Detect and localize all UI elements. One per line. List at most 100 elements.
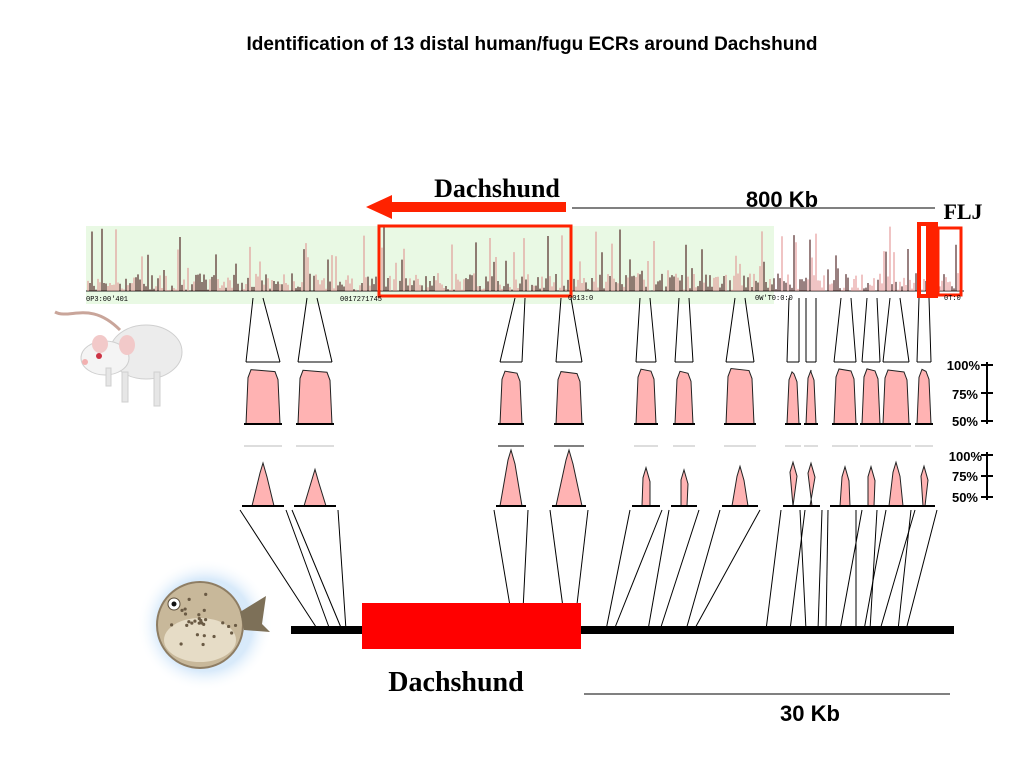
track-coord-label: 0T:0 — [944, 295, 961, 303]
fugu-spot — [197, 613, 201, 617]
left-arrow-icon — [366, 195, 566, 219]
fugu-spot — [187, 597, 191, 601]
fugu-connector — [825, 509, 829, 631]
zoom-line — [316, 297, 333, 363]
scale-tick-100: 100% — [947, 358, 981, 373]
fugu-spot — [190, 621, 194, 625]
zoom-line — [876, 297, 881, 363]
fugu-ecr-peak — [731, 464, 749, 507]
fugu-spot — [202, 634, 206, 638]
fugu-spot — [197, 617, 201, 621]
fugu-connector — [863, 509, 887, 631]
fugu-ecr-peak — [867, 464, 876, 507]
fugu-spot — [221, 621, 225, 625]
zoom-line — [635, 297, 641, 363]
fugu-spot — [195, 633, 200, 637]
fugu-spot — [179, 642, 183, 646]
dachshund-region-box — [377, 224, 573, 298]
zoom-line — [833, 297, 842, 363]
scale-tick-100: 100% — [949, 449, 983, 464]
bottom-scale-label: 30 Kb — [780, 701, 840, 726]
mouse-panels — [244, 367, 933, 425]
fugu-spot — [227, 624, 231, 629]
fugu-connector-lines — [239, 509, 938, 631]
fugu-ecr-peak — [555, 448, 583, 507]
zoom-line — [850, 297, 857, 363]
fugu-connector — [897, 509, 912, 631]
zoom-line — [262, 297, 281, 363]
fugu-ecr-peak — [839, 465, 851, 507]
fugu-spot — [233, 623, 238, 628]
slide-title: Identification of 13 distal human/fugu E… — [246, 34, 818, 55]
fugu-connector — [765, 509, 782, 631]
mouse-ecr-peak — [297, 369, 333, 425]
fugu-ecr-peak — [807, 461, 816, 507]
fugu-spot — [183, 612, 188, 616]
fugu-connector — [905, 509, 938, 631]
mouse-ecr-peak — [861, 368, 881, 425]
fugu-connector — [285, 509, 331, 631]
fugu-connector — [337, 509, 347, 631]
fugu-ecr-peak — [789, 460, 798, 507]
mouse-ecr-peak — [499, 370, 523, 425]
fugu-percent-scale: 100% 75% 50% — [949, 449, 993, 505]
fugu-connector — [647, 509, 670, 631]
fugu-connector — [869, 509, 878, 631]
track-coord-label: 0P3:00'401 — [86, 296, 128, 304]
fugu-spot — [183, 607, 187, 611]
track-coord-label: 0013:0 — [568, 295, 593, 303]
fugu-genome-bar — [291, 626, 954, 634]
zoom-line — [899, 297, 910, 363]
conservation-track-bg — [86, 226, 774, 304]
fugu-spot — [193, 619, 197, 623]
zoom-line — [916, 297, 920, 363]
track-coord-label: 0W'T0:0:0 — [755, 295, 793, 303]
fugu-connector — [817, 509, 823, 631]
fugu-ecr-peak — [499, 448, 523, 507]
mouse-ecr-peak — [555, 371, 583, 425]
fugu-connector — [291, 509, 343, 631]
flj-region-fill — [926, 224, 934, 296]
flj-region-box-2 — [936, 226, 963, 297]
zoom-line — [674, 297, 680, 363]
zoom-line — [649, 297, 657, 363]
mouse-ecr-peak — [833, 368, 857, 425]
mouse-ecr-peak — [786, 370, 800, 425]
mouse-ecr-peak — [916, 368, 932, 425]
fugu-image — [137, 559, 273, 691]
fugu-spot — [187, 620, 191, 624]
scale-tick-75: 75% — [952, 469, 978, 484]
scale-tick-75: 75% — [952, 387, 978, 402]
conservation-peaks — [87, 226, 961, 291]
fugu-connector — [605, 509, 631, 631]
fugu-connector — [239, 509, 319, 631]
zoom-line — [297, 297, 308, 363]
fugu-spot — [200, 621, 204, 625]
zoom-line — [744, 297, 755, 363]
fugu-connector — [685, 509, 721, 631]
mouse-image — [54, 310, 183, 407]
fugu-spot — [230, 631, 234, 635]
fugu-spot — [212, 634, 216, 639]
fugu-connector — [789, 509, 806, 631]
top-gene-label: Dachshund — [434, 174, 560, 203]
zoom-line — [786, 297, 790, 363]
fugu-ecr-peak — [641, 465, 651, 507]
mouse-ecr-peak — [635, 368, 657, 425]
fugu-panels — [242, 445, 935, 507]
fugu-connector — [879, 509, 916, 631]
zoom-line — [688, 297, 694, 363]
track-coord-label: 0017271745 — [340, 296, 382, 304]
zoom-lines — [245, 297, 932, 363]
fugu-spot — [180, 608, 184, 612]
fugu-connector — [799, 509, 807, 631]
fugu-connector — [693, 509, 761, 631]
fugu-spot — [170, 623, 174, 627]
fugu-connector — [613, 509, 663, 631]
mouse-ecr-peak — [725, 367, 755, 425]
fugu-ecr-peak — [303, 467, 327, 507]
fugu-ecr-peak — [251, 461, 275, 507]
bottom-gene-label: Dachshund — [388, 667, 524, 698]
top-scale-label: 800 Kb — [746, 187, 818, 212]
